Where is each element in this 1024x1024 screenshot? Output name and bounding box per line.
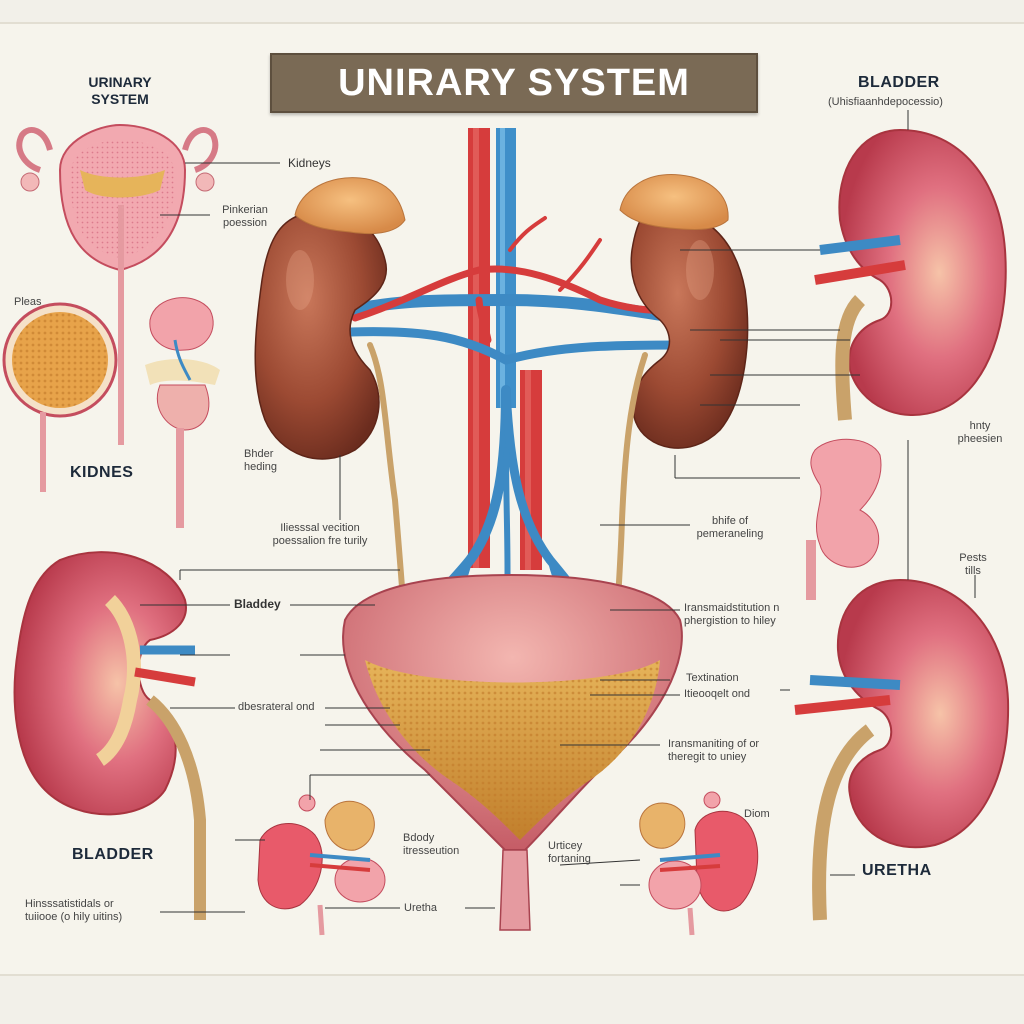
label-tissue-line2: poessalion fre turily [272, 535, 368, 547]
label-bottom-left-line1: Hinsssatistidals or [25, 898, 114, 910]
label-pinkerian: Pinkerian poession [205, 204, 285, 230]
heading-bladder-top-right: BLADDER [858, 74, 940, 91]
label-far-right: Pests tills [948, 552, 998, 578]
label-pinkerian-line2: poession [222, 217, 268, 229]
label-blader-halting-line1: Bhder [244, 448, 274, 460]
label-transmit: Iransmaidstitution n phergistion to hile… [684, 602, 779, 628]
bottom-left-kidney [13, 551, 206, 920]
bottom-left-organ-cluster [257, 794, 386, 936]
label-bladdey: Bladdey [234, 597, 281, 611]
heading-bladder-left: BLADDER [72, 846, 154, 863]
label-bottom-left: Hinsssatistidals or tuiiooe (o hily uiti… [25, 898, 122, 924]
label-transmitting-line1: Iransmaniting of or [668, 738, 760, 750]
label-transmitting-line2: theregit to uniey [668, 751, 747, 763]
label-bottom-left-line2: tuiiooe (o hily uitins) [25, 911, 123, 923]
label-pleas: Pleas [14, 296, 42, 308]
label-transmit-line2: phergistion to hiley [684, 615, 776, 627]
label-right-subtitle: (Uhisfiaanhdepocessio) [828, 96, 943, 108]
title-banner: UNIRARY SYSTEM [270, 53, 758, 113]
label-urtrey: Urticey fortaning [548, 840, 591, 866]
urethra [499, 849, 531, 931]
heading-urinary-line2: SYSTEM [91, 91, 149, 107]
label-textination: Textination [686, 672, 739, 684]
heading-urinary-line1: URINARY [88, 74, 152, 90]
label-diom: Diom [744, 808, 770, 820]
label-transmitting: Iransmaniting of or theregit to uniey [668, 738, 759, 764]
top-left-cross-section [16, 123, 219, 445]
left-kidney [254, 211, 388, 460]
label-blader-halting: Bhder heding [244, 448, 277, 474]
left-round-section [2, 302, 118, 492]
left-adrenal-gland [294, 177, 406, 234]
bladder [342, 573, 683, 851]
right-kidney [630, 208, 749, 449]
bottom-right-organ-cluster [639, 791, 759, 936]
right-adrenal-gland [619, 174, 729, 231]
label-far-right-line2: tills [965, 565, 981, 577]
label-bhife-line1: bhife of [711, 515, 749, 527]
label-body-line1: Bdody [403, 832, 435, 844]
top-right-kidney [814, 128, 1007, 421]
label-right-mid: hnty pheesien [950, 420, 1010, 446]
label-bhife-line2: pemeraneling [696, 528, 764, 540]
label-bhife: bhife of pemeraneling [690, 515, 770, 541]
left-small-bladder [145, 297, 220, 528]
label-body-line2: itresseution [403, 845, 460, 857]
label-body: Bdody itresseution [403, 832, 459, 858]
leader-lines [140, 110, 976, 913]
label-oberiatal: dbesrateral ond [238, 701, 315, 713]
heading-kidnes: KIDNES [70, 464, 134, 481]
label-right-mid-line1: hnty [969, 420, 991, 432]
label-tissue-line1: Iliesssal vecition [280, 522, 360, 534]
page-title: UNIRARY SYSTEM [338, 61, 690, 104]
renal-vessels [344, 216, 686, 365]
bottom-right-kidney [794, 578, 1010, 921]
label-urtrey-line2: fortaning [548, 853, 591, 865]
label-far-right-line1: Pests [959, 552, 987, 564]
label-pinkerian-line1: Pinkerian [222, 204, 268, 216]
label-uretha-small: Uretha [404, 902, 438, 914]
label-urtrey-line1: Urticey [548, 840, 583, 852]
label-right-mid-line2: pheesien [957, 433, 1003, 445]
label-tissue: Iliesssal vecition poessalion fre turily [255, 522, 385, 548]
heading-urinary-system: URINARY SYSTEM [70, 74, 170, 108]
label-kidneys: Kidneys [288, 156, 331, 170]
label-tiezgenic: Itieooqelt ond [684, 688, 751, 700]
label-transmit-line1: Iransmaidstitution n [684, 602, 780, 614]
label-blader-halting-line2: heding [244, 461, 278, 473]
right-middle-bladder [806, 438, 882, 600]
heading-uretha-right: URETHA [862, 862, 932, 879]
